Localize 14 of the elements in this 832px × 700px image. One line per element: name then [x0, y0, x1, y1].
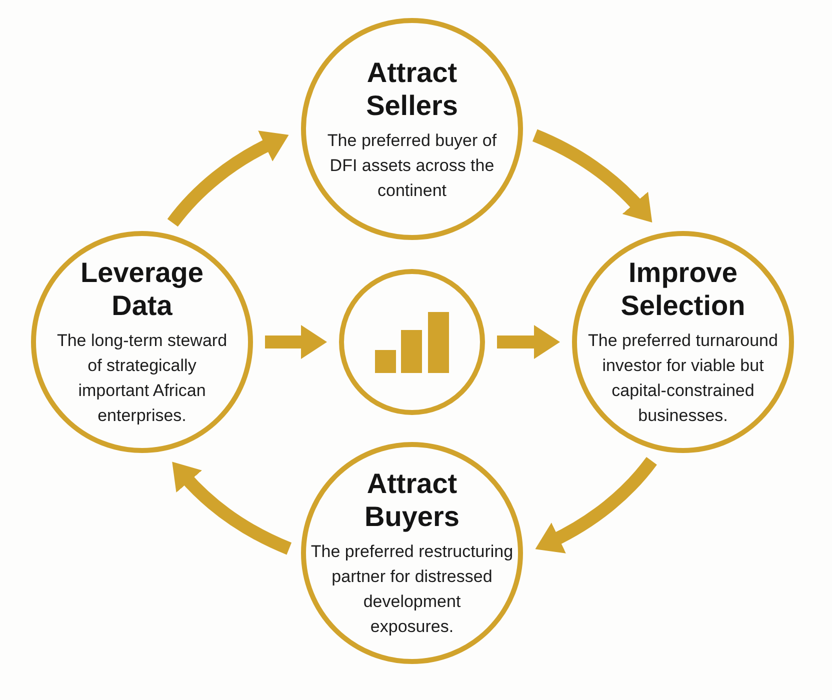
curved-arrow — [536, 456, 657, 553]
stage-title: Attract Buyers — [364, 467, 460, 533]
stage-description: The long-term steward of strategically important African enterprises. — [56, 331, 228, 425]
stage-description: The preferred turnaround investor for viable but capital-constrained businesses. — [588, 331, 778, 425]
stage-title: Improve Selection — [620, 256, 746, 322]
stage-title: Attract Sellers — [365, 56, 459, 122]
straight-arrow — [265, 325, 327, 359]
stage-description: The preferred buyer of DFI assets across the continent — [327, 130, 497, 200]
stage-description: The preferred restructuring partner for distressed development exposures. — [310, 542, 514, 636]
stage-title: Leverage Data — [80, 256, 204, 322]
straight-arrow — [497, 325, 560, 359]
curved-arrow — [171, 462, 292, 555]
curved-arrow — [532, 129, 654, 222]
curved-arrow — [168, 132, 288, 227]
